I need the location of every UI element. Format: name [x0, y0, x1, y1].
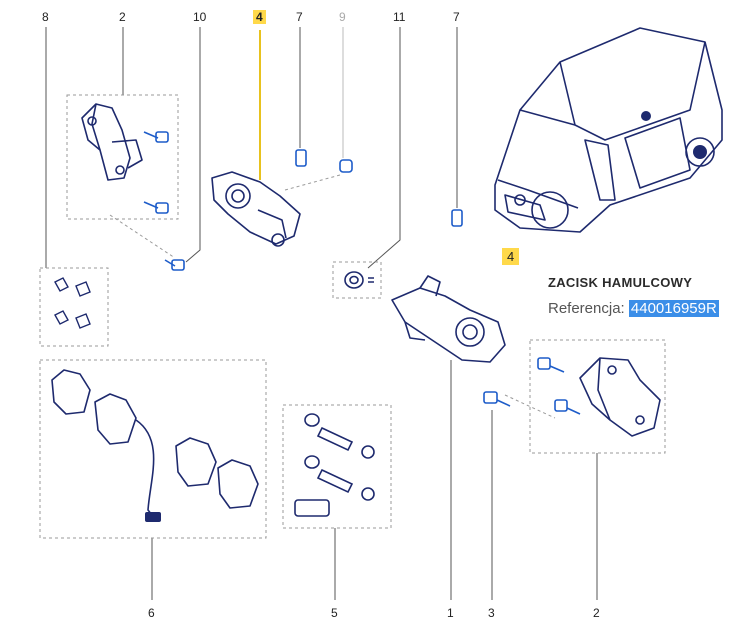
connector-bracket-bolt	[109, 214, 176, 259]
brake-carrier-part	[579, 357, 661, 437]
callout-5: 5	[331, 606, 338, 620]
group-box-guide-pins	[282, 404, 392, 529]
group-box-bracket-kit	[66, 94, 179, 220]
callout-7-right: 7	[453, 10, 460, 24]
part-number-tag: 4	[502, 248, 520, 265]
part-title: ZACISK HAMULCOWY	[548, 275, 693, 290]
caliper-seal-part	[344, 271, 374, 289]
brake-caliper-top-part	[211, 171, 301, 247]
group-box-pads	[39, 359, 267, 539]
leader-11	[367, 27, 401, 269]
group-box-seal	[332, 261, 382, 299]
brake-bracket-part	[81, 103, 143, 181]
brake-caliper-center-part	[391, 275, 506, 363]
connector-caliper-cap	[284, 174, 341, 191]
leader-10	[185, 27, 201, 263]
group-box-carrier	[529, 339, 666, 454]
reference-value[interactable]: 440016959R	[628, 300, 719, 317]
reference-label: Referencja:	[548, 300, 625, 317]
callout-8: 8	[42, 10, 49, 24]
callout-10: 10	[193, 10, 207, 24]
bleed-screw-center	[451, 209, 463, 227]
callout-7-left: 7	[296, 10, 303, 24]
part-info-panel: ZACISK HAMULCOWY Referencja: 440016959R	[548, 275, 719, 317]
callout-3: 3	[488, 606, 495, 620]
callout-2-top: 2	[119, 10, 126, 24]
van-illustration	[494, 27, 723, 233]
bracket-bolts	[143, 131, 185, 271]
bleed-screw-top	[295, 149, 353, 173]
brake-pads-part	[51, 369, 259, 521]
wear-sensor-plug	[145, 512, 161, 522]
van-wheel-highlight	[641, 111, 707, 159]
callout-9: 9	[339, 10, 346, 24]
group-box-clips	[39, 267, 109, 347]
pad-clips-part	[54, 277, 91, 329]
callout-6: 6	[148, 606, 155, 620]
callout-2-bottom: 2	[593, 606, 600, 620]
part-reference: Referencja: 440016959R	[548, 300, 719, 317]
callout-1: 1	[447, 606, 454, 620]
callout-4-highlighted[interactable]: 4	[253, 10, 266, 24]
carrier-bolts	[537, 357, 581, 415]
caliper-bolt-part	[483, 391, 511, 407]
guide-pins-kit-part	[294, 413, 375, 517]
callout-11: 11	[393, 10, 406, 24]
